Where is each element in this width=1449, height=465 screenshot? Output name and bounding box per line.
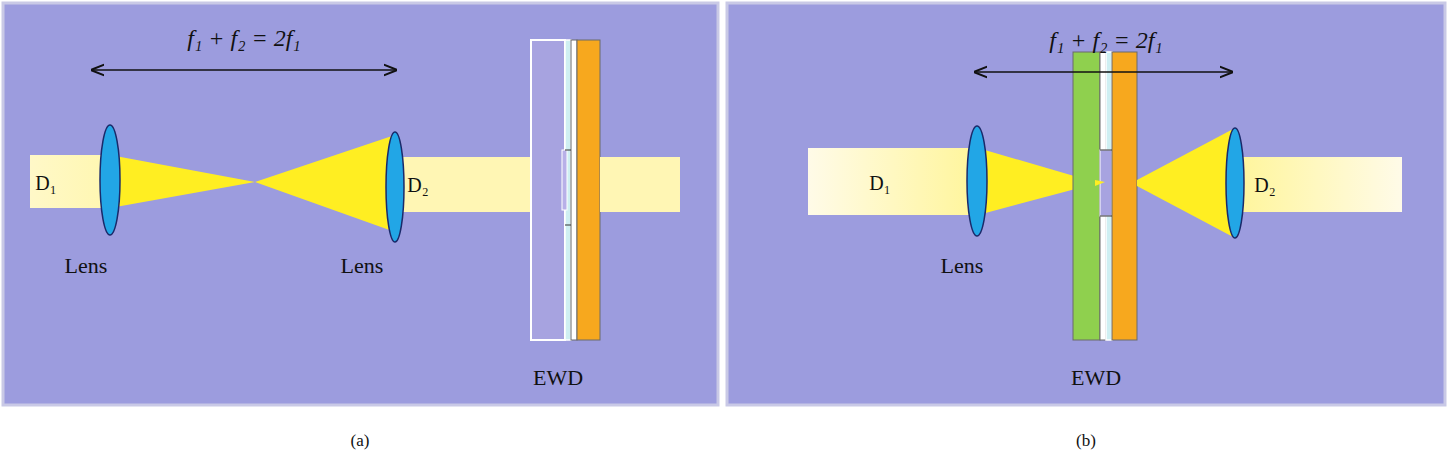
lens-symbol	[100, 125, 120, 235]
panel-a	[3, 3, 718, 405]
part-name: Lens	[341, 255, 384, 277]
beam	[600, 157, 680, 212]
ewd-device	[531, 40, 600, 340]
panel-caption: (b)	[1076, 432, 1096, 449]
lens-symbol	[967, 126, 987, 236]
lens-symbol	[386, 132, 404, 242]
light-cone	[255, 135, 395, 232]
beam	[30, 155, 110, 208]
beam-label: D₁	[869, 173, 890, 193]
part-name: Lens	[65, 255, 108, 277]
light-cone	[1137, 128, 1235, 238]
panel-caption: (a)	[351, 432, 370, 449]
beam-label: D₂	[1254, 175, 1275, 195]
panel-b	[727, 3, 1445, 405]
dimension-label: f₁ + f₂ = 2f₁	[187, 26, 300, 50]
ewd-device	[1073, 52, 1137, 340]
dimension-arrow	[975, 71, 1232, 73]
part-name: Lens	[941, 255, 984, 277]
dimension-label: f₁ + f₂ = 2f₁	[1049, 28, 1162, 52]
beam-label: D₁	[35, 173, 56, 193]
lens-symbol	[1226, 128, 1244, 238]
beam	[808, 148, 978, 215]
dimension-arrow	[92, 69, 396, 71]
light-focus	[1095, 180, 1105, 186]
beam-label: D₂	[407, 175, 428, 195]
part-name: EWD	[1071, 367, 1121, 389]
part-name: EWD	[533, 367, 583, 389]
light-cone	[110, 155, 255, 208]
beam	[1235, 157, 1402, 212]
